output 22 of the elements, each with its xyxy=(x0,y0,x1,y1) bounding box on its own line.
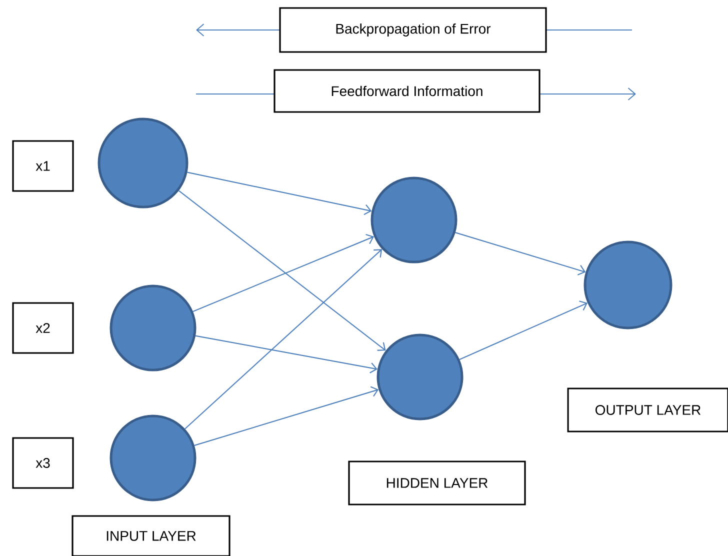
label-box: INPUT LAYER xyxy=(72,515,230,556)
arrow xyxy=(192,234,374,312)
arrow xyxy=(194,386,379,446)
arrow xyxy=(459,300,588,360)
neuron-circle xyxy=(110,284,196,372)
neuron-circle xyxy=(110,414,196,502)
label-box: HIDDEN LAYER xyxy=(348,460,526,506)
label-box: x2 xyxy=(12,302,74,354)
neuron-circle xyxy=(370,176,458,264)
arrow xyxy=(455,232,586,276)
label-box: OUTPUT LAYER xyxy=(567,388,728,432)
arrow xyxy=(178,190,386,351)
neuron-circle xyxy=(584,240,672,330)
arrow xyxy=(195,335,378,374)
label-box: x3 xyxy=(12,437,74,489)
label-box: x1 xyxy=(12,140,74,192)
arrow xyxy=(184,249,382,430)
neuron-circle xyxy=(98,118,188,208)
label-box: Backpropagation of Error xyxy=(279,7,547,53)
arrow xyxy=(187,172,372,216)
label-box: Feedforward Information xyxy=(274,69,540,113)
neuron-circle xyxy=(376,334,464,420)
